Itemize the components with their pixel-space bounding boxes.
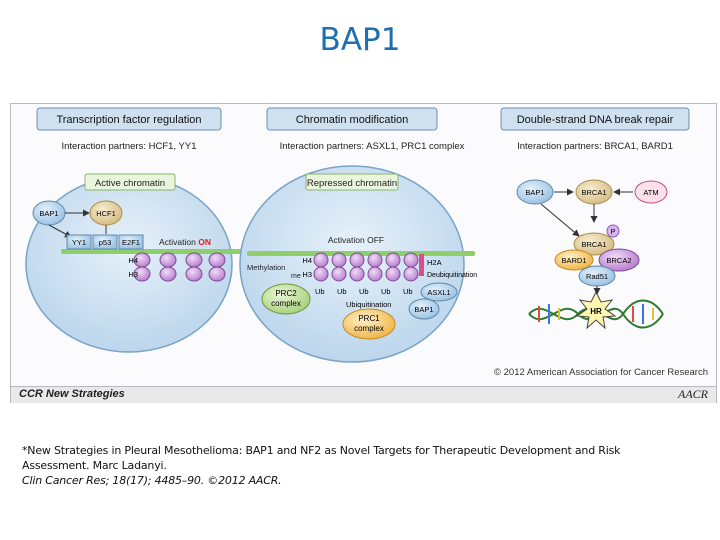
prc1-complex-node <box>342 308 396 340</box>
ub-mark: Ub <box>315 287 325 296</box>
state-label-active: Active chromatin <box>95 178 165 189</box>
interaction-partners: Interaction partners: ASXL1, PRC1 comple… <box>280 141 465 152</box>
ub-mark: Ub <box>337 287 347 296</box>
asxl1-label: ASXL1 <box>427 288 450 297</box>
deubiquitination-label: Deubiquitination <box>427 272 477 279</box>
footer-label: CCR New Strategies <box>19 388 125 400</box>
ub-mark: Ub <box>381 287 391 296</box>
prc1-complex-word: complex <box>354 324 384 333</box>
activation-off-label: Activation OFF <box>328 235 384 245</box>
atm-node <box>634 180 668 204</box>
yy1-node <box>66 234 92 250</box>
rad51-label: Rad51 <box>586 272 608 281</box>
phospho-label: P <box>610 227 615 236</box>
brca2-label: BRCA2 <box>606 256 631 265</box>
prc2-complex-node <box>261 283 311 315</box>
phospho-marker <box>606 224 620 238</box>
histone-h3-label: H3 <box>128 270 138 279</box>
dna-strand <box>61 249 243 254</box>
atm-label: ATM <box>643 188 658 197</box>
section-heading: Double-strand DNA break repair <box>517 114 674 126</box>
section-heading: Transcription factor regulation <box>56 114 201 126</box>
bard1-label: BARD1 <box>561 256 586 265</box>
slide-title: BAP1 <box>319 22 401 58</box>
histone-h3-label: H3 <box>302 270 312 279</box>
hr-label: HR <box>590 307 602 316</box>
section-header-dna-repair: Double-strand DNA break repair <box>500 107 690 131</box>
methylation-label: Methylation <box>247 263 285 272</box>
activation-status: Activation ON <box>159 237 211 247</box>
p53-node <box>92 234 118 250</box>
figure-footer: CCR New Strategies AACR <box>11 386 716 403</box>
p53-label: p53 <box>99 238 112 247</box>
e2f1-label: E2F1 <box>122 238 140 247</box>
histone-cluster-active <box>133 252 226 282</box>
asxl1-node <box>420 282 458 302</box>
caption-journal: Clin Cancer Res; 18(17); 4485–90. ©2012 … <box>22 474 282 487</box>
ub-mark: Ub <box>359 287 369 296</box>
bap1-node <box>408 298 440 320</box>
e2f1-node <box>118 234 144 250</box>
figure-caption: *New Strategies in Pleural Mesothelioma:… <box>22 443 662 488</box>
histone-h4-label: H4 <box>128 256 138 265</box>
brca1-top-label: BRCA1 <box>581 188 606 197</box>
section-header-chromatin: Chromatin modification <box>266 107 438 131</box>
bap1-label: BAP1 <box>525 188 544 197</box>
prc1-label: PRC1 <box>358 314 380 323</box>
caption-citation: *New Strategies in Pleural Mesothelioma:… <box>22 444 621 472</box>
bap1-label: BAP1 <box>39 209 58 218</box>
section-heading: Chromatin modification <box>296 114 409 126</box>
interaction-partners: Interaction partners: HCF1, YY1 <box>62 141 197 152</box>
aacr-logo: AACR <box>678 387 708 401</box>
ub-mark: Ub <box>403 287 413 296</box>
prc2-complex-word: complex <box>271 299 301 308</box>
histone-h4-label: H4 <box>302 256 312 265</box>
section-header-transcription: Transcription factor regulation <box>36 107 222 131</box>
yy1-label: YY1 <box>72 238 86 247</box>
bap1-node <box>516 179 554 205</box>
ubiquitination-label: Ubiquitination <box>346 300 391 309</box>
bard1-node <box>554 249 594 271</box>
hcf1-label: HCF1 <box>96 209 116 218</box>
copyright-text: © 2012 American Association for Cancer R… <box>494 367 708 378</box>
state-label-repressed: Repressed chromatin <box>307 178 397 189</box>
brca1-label: BRCA1 <box>581 240 606 249</box>
histone-cluster-repressed <box>313 252 419 282</box>
interaction-partners: Interaction partners: BRCA1, BARD1 <box>517 141 673 152</box>
prc2-label: PRC2 <box>275 289 297 298</box>
bap1-label: BAP1 <box>414 305 433 314</box>
bap1-figure: Transcription factor regulation Interact… <box>10 103 717 403</box>
brca1-node <box>573 232 615 256</box>
double-strand-break-burst <box>575 290 617 330</box>
brca2-node <box>598 248 640 272</box>
me-mark: me <box>291 273 301 280</box>
h2a-label: H2A <box>427 258 442 267</box>
dna-strand <box>247 251 475 256</box>
